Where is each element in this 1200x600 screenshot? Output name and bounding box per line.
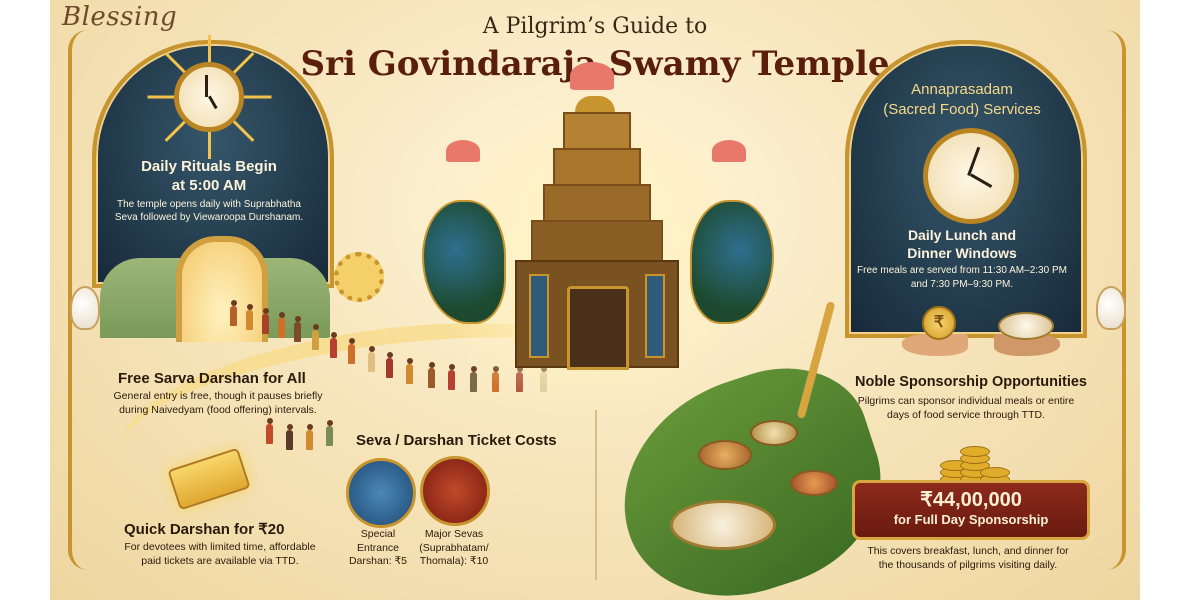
food-plate-icon [698,440,752,470]
sponsorship-description: Pilgrims can sponsor individual meals or… [857,395,1075,422]
quick-darshan-title: Quick Darshan for ₹20 [124,521,285,538]
food-plate-icon [670,500,776,550]
sun-motif-icon [334,252,384,302]
full-day-sponsorship-banner: ₹44,00,000 for Full Day Sponsorship [852,480,1090,540]
center-divider [595,410,597,580]
poster-subtitle: A Pilgrim’s Guide to [482,14,708,39]
free-darshan-title: Free Sarva Darshan for All [118,370,306,387]
full-day-description: This covers breakfast, lunch, and dinner… [867,545,1069,572]
meals-description: Free meals are served from 11:30 AM–2:30… [857,265,1067,290]
rituals-description: The temple opens daily with Suprabhatha … [114,199,304,223]
sponsorship-amount: ₹44,00,000 [920,489,1022,511]
sponsorship-title: Noble Sponsorship Opportunities [855,374,1087,390]
special-entrance-icon [346,458,416,528]
temple-gopuram-icon [505,96,685,370]
temple-gateway-arch [176,236,268,342]
major-sevas-text: Major Sevas (Suprabhatam/ Thomala): ₹10 [419,528,489,568]
food-plate-icon [750,420,798,446]
clock-icon [923,128,1019,224]
ticket-costs-title: Seva / Darshan Ticket Costs [356,432,557,449]
food-plate-icon [790,470,838,496]
special-entrance-text: Special Entrance Darshan: ₹5 [348,528,408,568]
annaprasadam-title: Annaprasadam (Sacred Food) Services [883,81,1041,118]
hand-icon [902,334,968,356]
lotus-icon [446,140,480,162]
conch-icon [70,286,100,330]
meals-title: Daily Lunch and Dinner Windows [907,227,1017,262]
lotus-icon [570,62,614,90]
peacock-icon [690,200,774,324]
rupee-coin-icon: ₹ [922,306,956,340]
gold-coins-icon [930,440,1010,485]
lamp-icon [420,456,490,526]
quick-darshan-description: For devotees with limited time, affordab… [124,541,316,568]
hand-icon [994,334,1060,356]
brand-logo: Blessing [62,2,178,32]
sun-clock-icon [147,35,271,159]
rituals-title: Daily Rituals Begin at 5:00 AM [141,158,277,194]
sponsorship-label: for Full Day Sponsorship [893,512,1049,527]
lotus-icon [712,140,746,162]
food-plate-icon [998,312,1054,340]
conch-icon [1096,286,1126,330]
free-darshan-description: General entry is free, though it pauses … [113,390,323,417]
infographic-poster: Blessing A Pilgrim’s Guide to Sri Govind… [50,0,1140,600]
peacock-icon [422,200,506,324]
